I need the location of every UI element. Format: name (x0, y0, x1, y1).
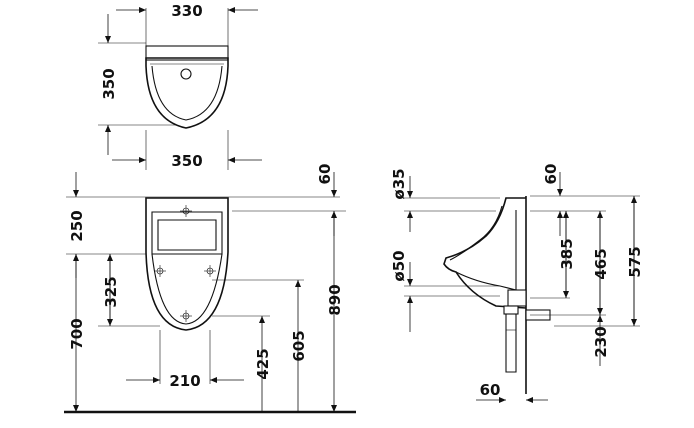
dim-side-230: 230 (592, 326, 610, 357)
dim-side-dia-35: ø35 (390, 168, 408, 199)
dim-side-dia-50: ø50 (390, 250, 408, 281)
dim-front-top-offset: 60 (316, 164, 334, 185)
dim-side-465: 465 (592, 248, 610, 279)
dim-side-385: 385 (558, 238, 576, 269)
top-view-back-plate (145, 45, 229, 61)
dim-front-325: 325 (102, 276, 120, 307)
front-view-bowl-opening (157, 219, 217, 251)
top-view (98, 7, 262, 170)
top-view-drain-hole (180, 68, 192, 80)
dim-front-425: 425 (254, 348, 272, 379)
front-view (64, 172, 356, 414)
dim-top-width: 330 (171, 2, 202, 20)
side-view (404, 172, 640, 403)
dim-side-top-offset: 60 (542, 164, 560, 185)
dim-front-210: 210 (169, 372, 200, 390)
dim-front-250: 250 (68, 210, 86, 241)
front-view-body (145, 197, 229, 331)
front-view-fixing-points (154, 205, 216, 322)
dim-front-605: 605 (290, 330, 308, 361)
side-view-body (443, 197, 527, 309)
top-view-bowl (145, 57, 229, 129)
side-view-outlet-pipe (503, 289, 551, 373)
dim-top-depth: 350 (100, 68, 118, 99)
dim-top-outer-width: 350 (171, 152, 202, 170)
dim-side-60: 60 (480, 381, 501, 399)
dim-front-700: 700 (68, 318, 86, 349)
dim-side-575: 575 (626, 246, 644, 277)
top-view-inner-rim (151, 65, 223, 121)
dim-front-890: 890 (326, 284, 344, 315)
